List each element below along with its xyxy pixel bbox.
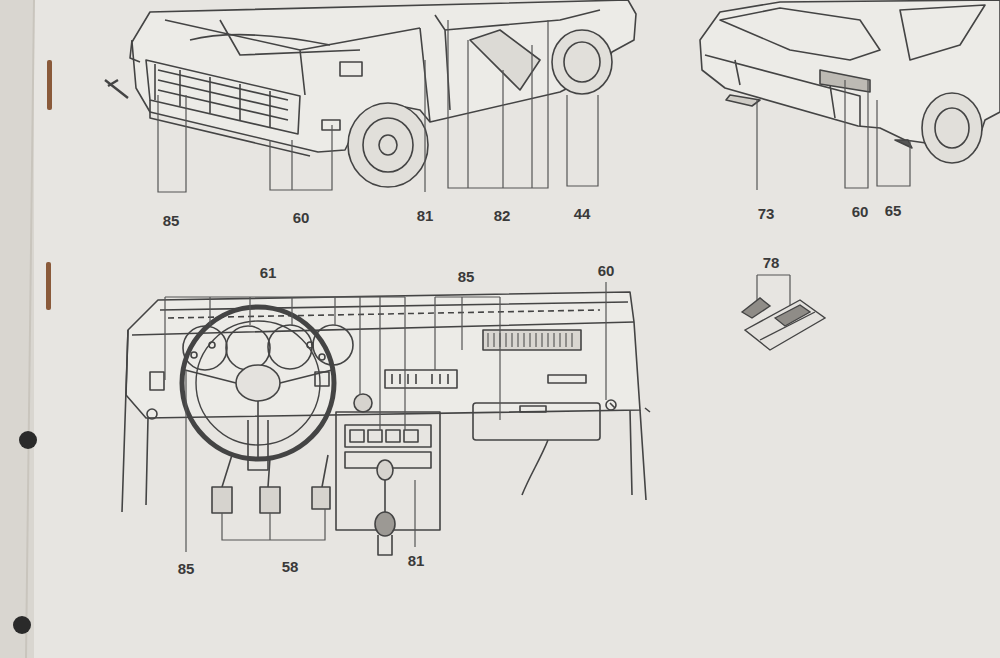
callout-number: 44: [572, 205, 593, 222]
front-car-drawing: [105, 0, 636, 187]
rear-car-leaders: [757, 80, 910, 190]
callout-number: 60: [596, 262, 617, 279]
callout-number: 73: [756, 205, 777, 222]
rear-car-drawing: [700, 0, 1000, 163]
callout-number: 85: [176, 560, 197, 577]
callout-number: 81: [406, 552, 427, 569]
callout-number: 81: [415, 207, 436, 224]
dashboard-drawing: [122, 292, 650, 555]
part-78-drawing: [742, 298, 825, 350]
callout-number: 82: [492, 207, 513, 224]
callout-number: 58: [280, 558, 301, 575]
callout-number: 60: [291, 209, 312, 226]
dashboard-leaders: [165, 275, 790, 552]
callout-number: 60: [850, 203, 871, 220]
front-car-leaders: [158, 20, 598, 192]
callout-number: 61: [258, 264, 279, 281]
callout-number: 65: [883, 202, 904, 219]
callout-number: 85: [456, 268, 477, 285]
callout-number: 85: [161, 212, 182, 229]
callout-number: 78: [761, 254, 782, 271]
